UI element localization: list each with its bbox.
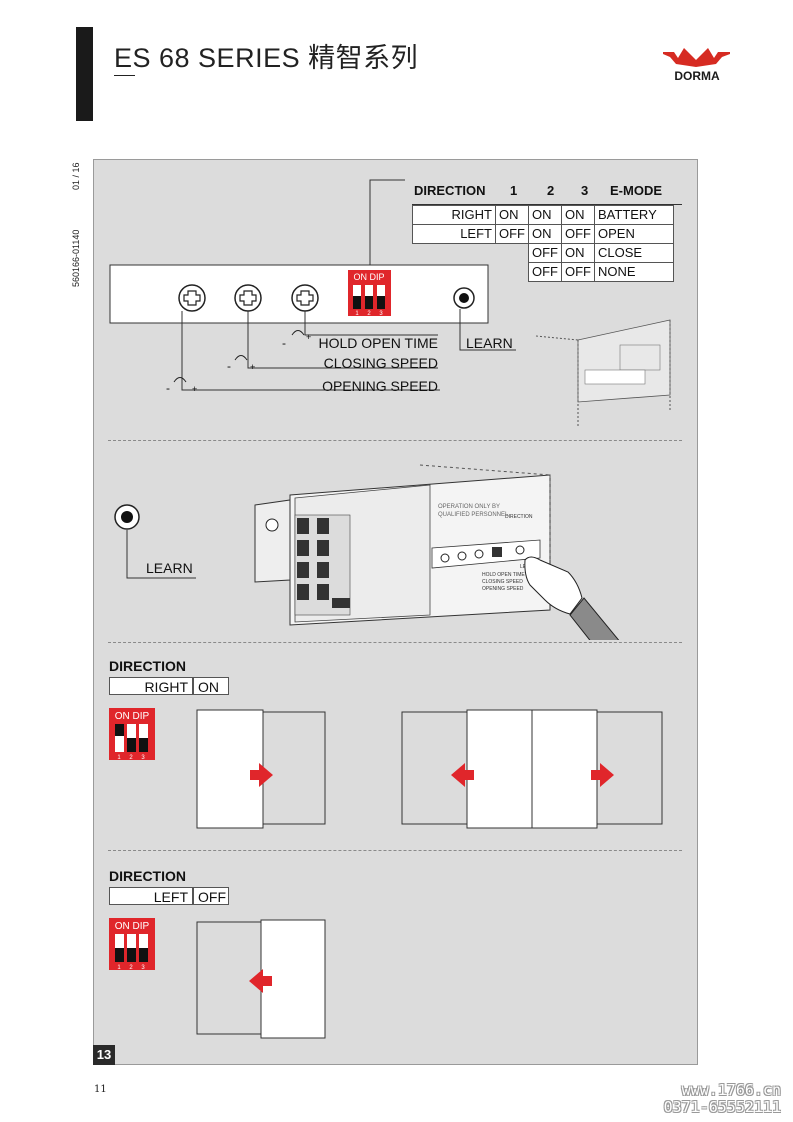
document-code: 560166-01140 (71, 229, 81, 287)
arrow-left-icon (249, 969, 272, 993)
dorma-logo: DORMA (663, 48, 730, 83)
svg-text:HOLD OPEN TIME: HOLD OPEN TIME (482, 572, 525, 578)
table-header-direction: DIRECTION (414, 183, 486, 198)
learn-button-icon (114, 504, 140, 530)
svg-text:+: + (192, 384, 197, 394)
table-header-emode: E-MODE (610, 183, 662, 198)
svg-text:QUALIFIED PERSONNEL: QUALIFIED PERSONNEL (438, 512, 509, 518)
header-black-bar (76, 27, 93, 121)
section-number-badge: 13 (93, 1045, 115, 1065)
double-door-diagram (401, 709, 663, 829)
svg-text:1: 1 (117, 965, 121, 971)
direction-left-heading: DIRECTION (109, 868, 186, 884)
svg-text:-: - (166, 381, 170, 395)
learn-section-diagram: LEARN OPERATION ONLY BY QUALIFIED PERSON… (114, 464, 620, 640)
closing-speed-potentiometer-icon (234, 284, 262, 312)
learn-button-icon (453, 287, 475, 309)
door-leaf (196, 709, 264, 829)
cell-switch-3: OFF (561, 224, 595, 244)
operator-device-icon: OPERATION ONLY BY QUALIFIED PERSONNEL HO… (254, 464, 551, 626)
svg-text:3: 3 (379, 311, 383, 317)
cell-direction: LEFT (412, 224, 496, 244)
opening-speed-label: OPENING SPEED (322, 378, 438, 394)
svg-text:+: + (250, 362, 255, 372)
table-row: RIGHT ON ON ON BATTERY (412, 205, 674, 225)
table-row: LEFT OFF ON OFF OPEN (412, 224, 674, 244)
direction-right-value: RIGHT (109, 677, 193, 695)
direction-left-box: LEFT OFF (109, 887, 229, 906)
title-underline (114, 75, 135, 76)
svg-text:-: - (227, 359, 231, 373)
watermark-phone: 0371-65552111 (663, 1098, 781, 1116)
section-divider (108, 642, 682, 643)
cell-switch-2: ON (528, 224, 562, 244)
watermark-url: www.1766.cn (681, 1081, 781, 1099)
table-leader-line (369, 179, 405, 267)
direction-right-switch: ON (193, 677, 229, 695)
table-header-3: 3 (581, 183, 589, 198)
cell-switch-2: OFF (528, 262, 562, 282)
opening-speed-potentiometer-icon (178, 284, 206, 312)
svg-text:1: 1 (117, 755, 121, 761)
svg-text:+: + (306, 332, 311, 342)
cell-mode: NONE (594, 262, 674, 282)
hold-open-time-label: HOLD OPEN TIME (318, 335, 438, 351)
svg-text:ON DIP: ON DIP (115, 921, 150, 932)
single-door-right-diagram (196, 709, 326, 829)
single-door-left-diagram (196, 919, 326, 1039)
page-title: ES 68 SERIES 精智系列 (114, 43, 419, 73)
cell-mode: BATTERY (594, 205, 674, 225)
direction-left-value: LEFT (109, 887, 193, 905)
dip-switch-left-icon: ON DIP 1 2 3 (109, 918, 155, 971)
table-row: OFF OFF NONE (413, 262, 674, 282)
svg-text:OPERATION ONLY BY: OPERATION ONLY BY (438, 504, 500, 510)
pointing-hand-icon (524, 556, 620, 640)
footer-page-number: 11 (94, 1084, 107, 1095)
dip-switch-icon: ON DIP 1 2 3 (348, 270, 391, 317)
svg-text:2: 2 (367, 311, 371, 317)
hold-open-potentiometer-icon (291, 284, 319, 312)
arrow-right-icon (591, 763, 614, 787)
svg-text:1: 1 (355, 311, 359, 317)
page-fraction: 01 / 16 (71, 162, 81, 190)
arrow-right-icon (250, 763, 273, 787)
control-panel-diagram: ON DIP 1 2 3 - + - + - + HOLD OPEN TIME … (109, 179, 671, 428)
svg-text:ON DIP: ON DIP (115, 711, 150, 722)
learn-label: LEARN (466, 335, 513, 351)
direction-left-switch: OFF (193, 887, 229, 905)
dip-switch-right-icon: ON DIP 1 2 3 (109, 708, 155, 761)
svg-text:OPENING SPEED: OPENING SPEED (482, 586, 524, 592)
cell-switch-2: ON (528, 205, 562, 225)
svg-text:DIRECTION: DIRECTION (505, 514, 533, 520)
door-leaf-left (466, 709, 533, 829)
svg-text:3: 3 (141, 965, 145, 971)
direction-right-heading: DIRECTION (109, 658, 186, 674)
dorma-crown-icon (663, 48, 730, 67)
door-leaf-right (531, 709, 598, 829)
svg-text:ON DIP: ON DIP (353, 272, 384, 282)
section-divider (108, 440, 682, 441)
learn-section-label: LEARN (146, 560, 193, 576)
svg-text:2: 2 (129, 965, 133, 971)
table-header-1: 1 (510, 183, 518, 198)
dip-switch-table: DIRECTION 1 2 3 E-MODE RIGHT ON ON ON BA… (412, 183, 682, 282)
svg-text:2: 2 (129, 755, 133, 761)
operator-housing-sketch-icon (535, 319, 671, 428)
cell-switch-1: OFF (495, 224, 529, 244)
direction-right-box: RIGHT ON (109, 677, 229, 696)
cell-switch-3: OFF (561, 262, 595, 282)
svg-text:CLOSING SPEED: CLOSING SPEED (482, 579, 523, 585)
section-divider (108, 850, 682, 851)
watermark: www.1766.cn 0371-65552111 (664, 1082, 781, 1116)
arrow-left-icon (451, 763, 474, 787)
cell-mode: OPEN (594, 224, 674, 244)
svg-text:-: - (282, 336, 286, 350)
closing-speed-label: CLOSING SPEED (324, 355, 438, 371)
brand-name: DORMA (674, 69, 720, 83)
cell-switch-3: ON (561, 243, 595, 263)
table-header-2: 2 (547, 183, 555, 198)
svg-text:3: 3 (141, 755, 145, 761)
